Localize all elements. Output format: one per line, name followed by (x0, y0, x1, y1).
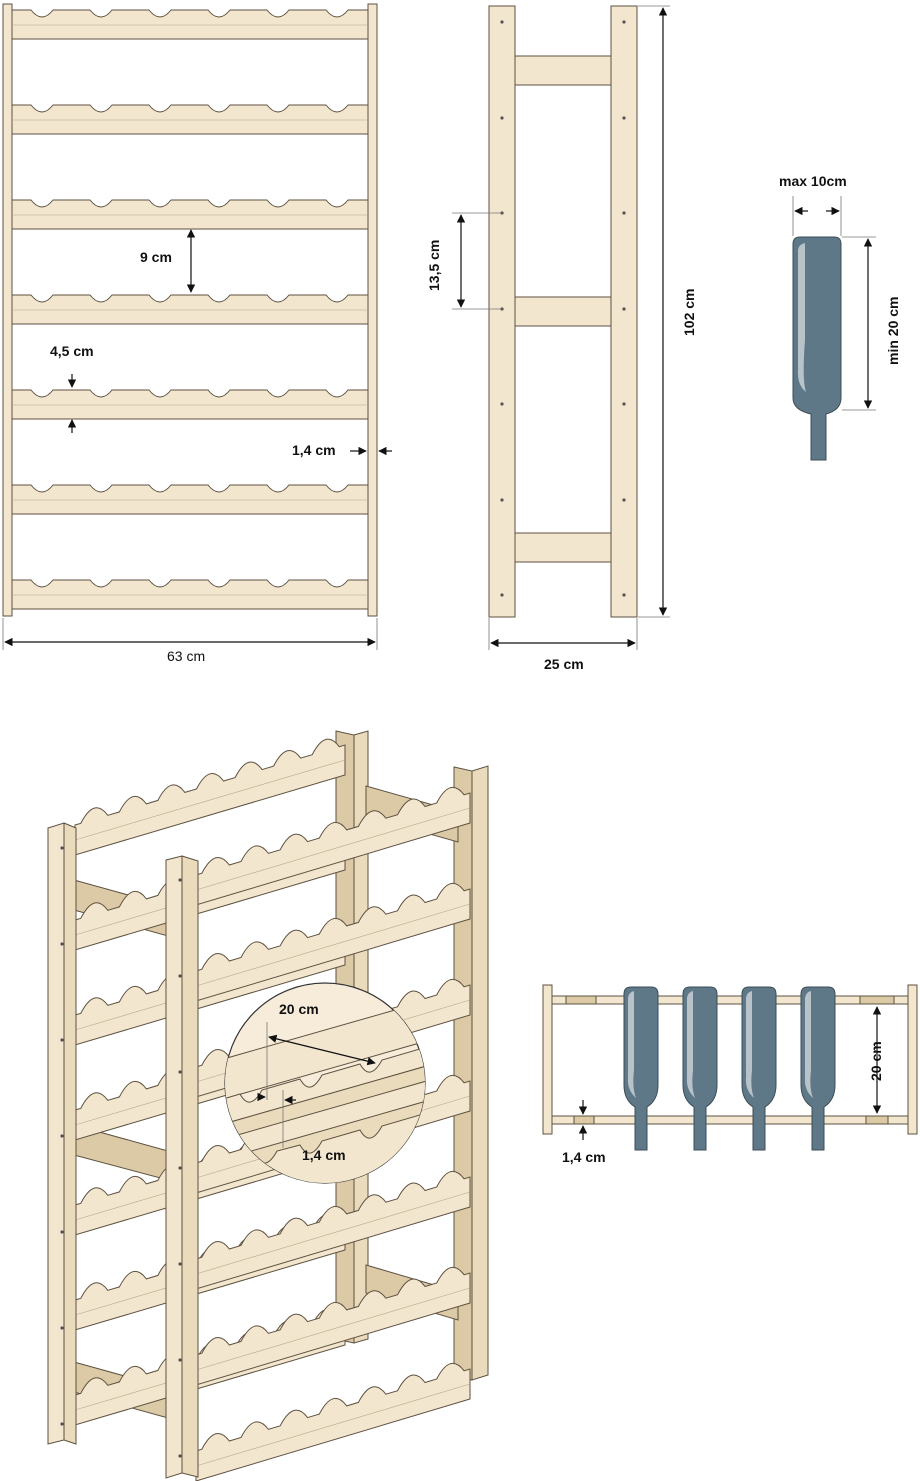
screw-hole (178, 1262, 182, 1266)
side-crossbar-top (514, 55, 612, 86)
min-length-label: min 20 cm (885, 297, 901, 365)
isometric-shelf (195, 786, 471, 906)
screw-hole (622, 211, 626, 215)
top-thickness-label: 1,4 cm (562, 1149, 606, 1165)
shelf-height-label: 4,5 cm (50, 343, 94, 359)
bottle-spec: max 10cm min 20 cm (779, 173, 901, 461)
side-left-post (488, 5, 516, 618)
screw-hole (622, 116, 626, 120)
isometric-shelf (195, 882, 471, 1002)
screw-hole (178, 1166, 182, 1170)
screw-hole (178, 878, 182, 882)
screw-hole (500, 498, 504, 502)
screw-hole (60, 1230, 64, 1234)
front-shelf (11, 389, 369, 420)
screw-hole (60, 846, 64, 850)
screw-hole (178, 1358, 182, 1362)
top-right-post (907, 984, 918, 1135)
screw-hole (178, 1070, 182, 1074)
side-crossbar-bottom (514, 532, 612, 563)
top-view: 20 cm 1,4 cm (542, 984, 918, 1165)
screw-hole (60, 1038, 64, 1042)
screw-hole (622, 20, 626, 24)
isometric-view: 20 cm 1,4 cm (47, 730, 489, 1481)
top-depth-label: 20 cm (868, 1041, 884, 1081)
isometric-shelf (74, 738, 346, 856)
front-shelf (11, 199, 369, 230)
front-shelf (11, 579, 369, 610)
front-view: 63 cm 9 cm 4,5 cm 1,4 cm (2, 3, 392, 664)
screw-hole (178, 1454, 182, 1458)
height-label: 102 cm (681, 289, 697, 336)
detail-thickness-label: 1,4 cm (302, 1147, 346, 1163)
hole-spacing-label: 13,5 cm (426, 240, 442, 291)
top-rail-back (551, 995, 909, 1005)
front-shelf (11, 9, 369, 40)
top-view-bottles (623, 986, 836, 1151)
isometric-shelf (195, 1362, 471, 1481)
front-shelves (11, 9, 369, 610)
top-rail-front (551, 1115, 909, 1125)
spacing-label: 9 cm (140, 249, 172, 265)
screw-hole (60, 1326, 64, 1330)
front-right-post (367, 3, 378, 617)
side-view: 102 cm 25 cm 13,5 cm (426, 5, 697, 672)
screw-hole (622, 307, 626, 311)
screw-hole (178, 974, 182, 978)
screw-hole (500, 20, 504, 24)
screw-hole (500, 402, 504, 406)
side-right-post (610, 5, 638, 618)
isometric-shelf (195, 1266, 471, 1386)
front-shelf (11, 484, 369, 515)
top-left-post (542, 984, 553, 1135)
depth-label: 25 cm (544, 656, 584, 672)
screw-hole (60, 942, 64, 946)
max-diameter-label: max 10cm (779, 173, 847, 189)
screw-hole (622, 593, 626, 597)
isometric-shelf (195, 1170, 471, 1290)
isometric-screw-holes (60, 846, 182, 1458)
screw-hole (500, 116, 504, 120)
detail-distance-label: 20 cm (279, 1001, 319, 1017)
screw-hole (622, 498, 626, 502)
front-shelf (11, 294, 369, 325)
screw-hole (500, 593, 504, 597)
width-label: 63 cm (167, 648, 205, 664)
detail-distance-line (268, 1034, 376, 1066)
screw-hole (622, 402, 626, 406)
front-shelf (11, 104, 369, 135)
front-left-post (2, 3, 13, 617)
post-thickness-label: 1,4 cm (292, 442, 336, 458)
screw-hole (60, 1134, 64, 1138)
side-crossbar-middle (514, 296, 612, 327)
screw-hole (60, 1422, 64, 1426)
